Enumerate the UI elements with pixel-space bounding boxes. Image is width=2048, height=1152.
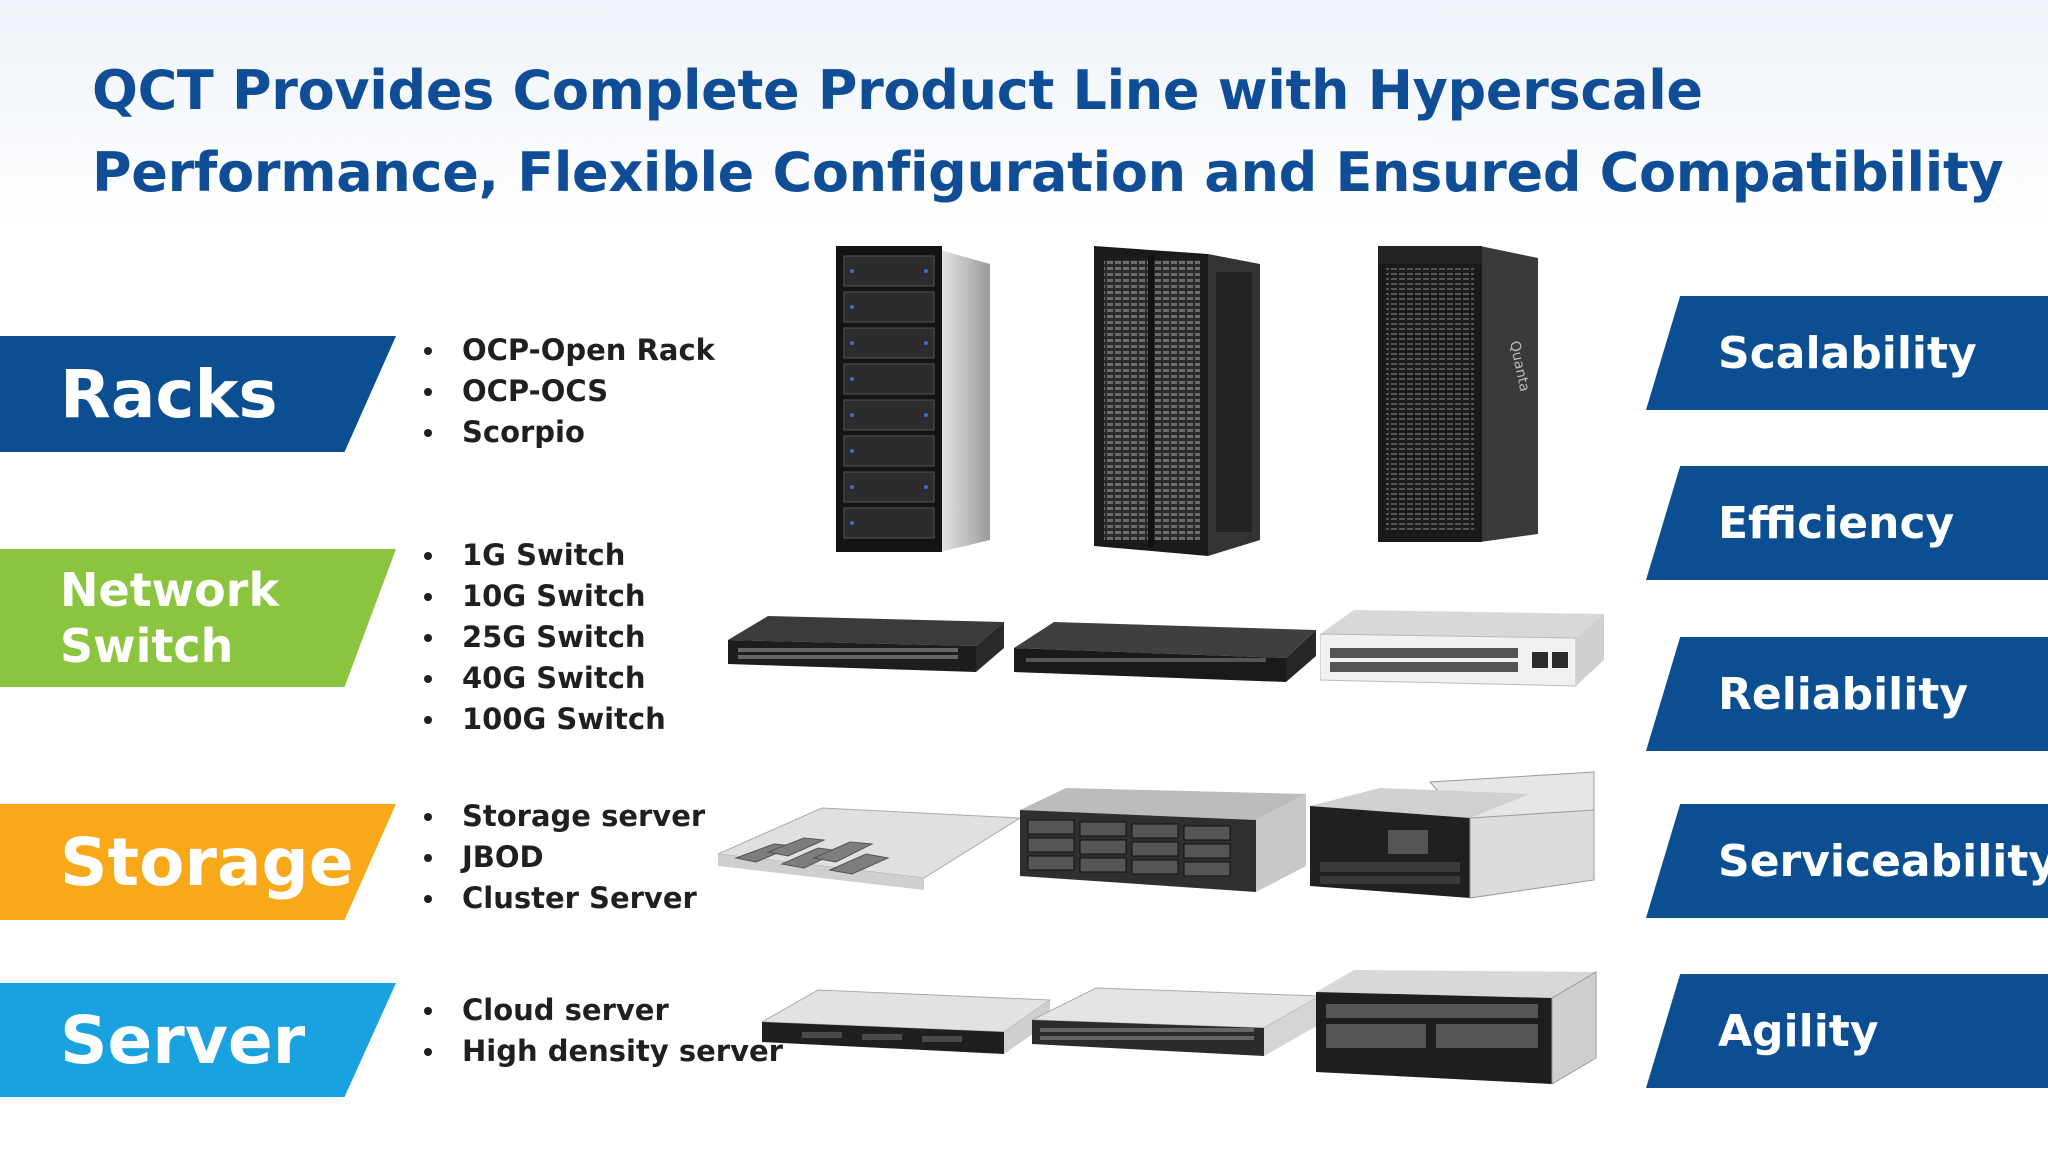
- network-switch-label: Network Switch: [0, 562, 279, 674]
- network-label-line1: Network: [60, 563, 280, 617]
- list-item: Cluster Server: [418, 878, 705, 919]
- scalability-tag: Scalability: [1646, 296, 2048, 410]
- ocs-rack-image: [1094, 246, 1260, 556]
- server-label: Server: [60, 1001, 306, 1079]
- storage-label: Storage: [60, 823, 354, 901]
- page-title: QCT Provides Complete Product Line with …: [92, 50, 2004, 214]
- title-line-2: Performance, Flexible Configuration and …: [92, 141, 2004, 204]
- network-switch-list: 1G Switch 10G Switch 25G Switch 40G Swit…: [418, 535, 666, 740]
- network-label-line2: Switch: [60, 619, 234, 673]
- high-density-server-image: [1032, 987, 1322, 1056]
- server-list: Cloud server High density server: [418, 990, 783, 1072]
- efficiency-tag: Efficiency: [1646, 466, 2048, 580]
- racks-label: Racks: [60, 355, 278, 433]
- 1g-switch-image: [728, 616, 1004, 672]
- efficiency-label: Efficiency: [1718, 497, 1955, 549]
- jbod-image: [1020, 788, 1306, 892]
- agility-label: Agility: [1718, 1005, 1879, 1057]
- racks-list: OCP-Open Rack OCP-OCS Scorpio: [418, 330, 715, 453]
- list-item: 100G Switch: [418, 699, 666, 740]
- list-item: Scorpio: [418, 412, 715, 453]
- cloud-server-image: [762, 989, 1052, 1054]
- storage-server-image: [718, 807, 1022, 890]
- list-item: 10G Switch: [418, 576, 666, 617]
- reliability-label: Reliability: [1718, 668, 1969, 720]
- network-switch-banner: Network Switch: [0, 549, 396, 687]
- list-item: High density server: [418, 1031, 783, 1072]
- scalability-label: Scalability: [1718, 327, 1977, 379]
- racks-banner: Racks: [0, 336, 396, 452]
- agility-tag: Agility: [1646, 974, 2048, 1088]
- list-item: 25G Switch: [418, 617, 666, 658]
- list-item: Storage server: [418, 796, 705, 837]
- scorpio-rack-image: Quanta: [1378, 246, 1538, 542]
- 100g-switch-image: [1320, 610, 1604, 687]
- serviceability-tag: Serviceability: [1646, 804, 2048, 918]
- title-line-1: QCT Provides Complete Product Line with …: [92, 59, 1703, 122]
- list-item: Cloud server: [418, 990, 783, 1031]
- storage-banner: Storage: [0, 804, 396, 920]
- server-banner: Server: [0, 983, 396, 1097]
- 4u-server-image: [1316, 970, 1597, 1085]
- cluster-server-image: [1310, 771, 1595, 899]
- serviceability-label: Serviceability: [1718, 835, 2048, 887]
- open-rack-image: [836, 246, 990, 552]
- list-item: OCP-Open Rack: [418, 330, 715, 371]
- 10g-switch-image: [1014, 622, 1316, 682]
- storage-list: Storage server JBOD Cluster Server: [418, 796, 705, 919]
- list-item: OCP-OCS: [418, 371, 715, 412]
- list-item: JBOD: [418, 837, 705, 878]
- list-item: 1G Switch: [418, 535, 666, 576]
- list-item: 40G Switch: [418, 658, 666, 699]
- reliability-tag: Reliability: [1646, 637, 2048, 751]
